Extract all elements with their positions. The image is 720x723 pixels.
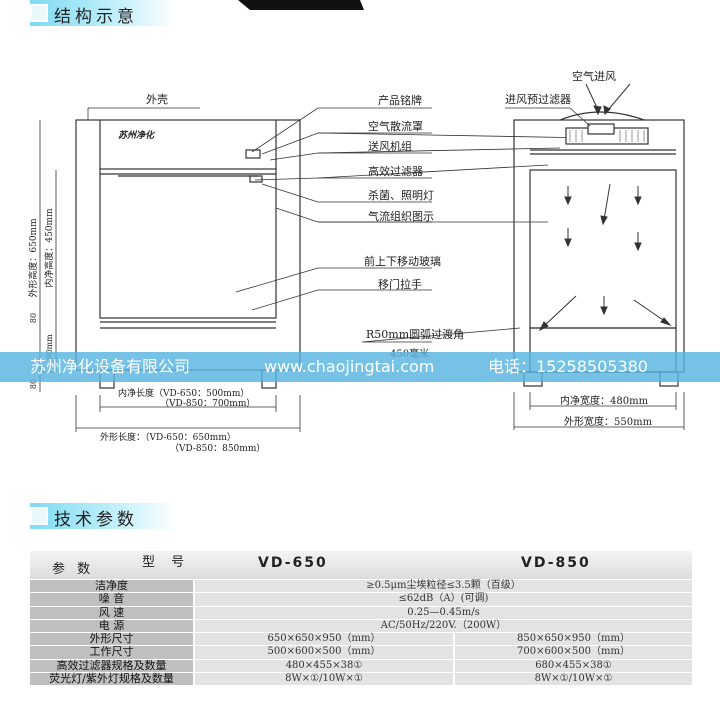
callout-fan: 送风机组 <box>368 139 412 153</box>
model-vd850: VD-850 <box>521 555 591 571</box>
row-value-vd650: 500×600×500（mm） <box>195 646 453 659</box>
table-row: 电 源 AC/50Hz/220V.（200W） <box>30 619 692 633</box>
row-label: 工作尺寸 <box>30 646 193 659</box>
label-prefilter: 进风预过滤器 <box>505 93 571 106</box>
callout-hepa: 高效过滤器 <box>368 164 423 178</box>
callout-diffuser: 空气散流罩 <box>368 119 423 133</box>
table-row: 风 速 0.25—0.45m/s <box>30 606 692 619</box>
callout-glass: 前上下移动玻璃 <box>364 254 441 268</box>
top-swoosh <box>238 0 364 10</box>
dim-80b: 80 <box>29 379 38 389</box>
dim-outer-height: 外形高度：650mm <box>27 218 39 298</box>
side-outer-width: 外形宽度：550mm <box>564 415 653 428</box>
side-inner-chamber <box>529 169 677 329</box>
watermark-banner: 苏州净化设备有限公司 www.chaojingtai.com 电话：152585… <box>0 352 720 382</box>
filter-pleats <box>569 130 645 142</box>
row-value: ≤62dB（A）(可调) <box>195 593 692 606</box>
callout-airflow: 气流组织图示 <box>368 209 434 223</box>
spec-table: 参 数 型 号 VD-650 VD-850 洁净度 ≥0.5μm尘埃粒径≤3.5… <box>30 551 692 686</box>
front-view <box>75 119 301 389</box>
table-row: 洁净度 ≥0.5μm尘埃粒径≤3.5颗（百级） <box>30 579 692 593</box>
header-bar <box>30 503 177 529</box>
spec-header-row: 参 数 型 号 VD-650 VD-850 <box>30 551 692 579</box>
row-label: 高效过滤器规格及数量 <box>30 659 193 673</box>
table-row: 噪 音 ≤62dB（A）(可调) <box>30 593 692 606</box>
table-row: 工作尺寸 500×600×500（mm） 700×600×500（mm） <box>30 646 692 659</box>
inner-length-1: 内净长度（VD-650：500mm） <box>118 387 249 399</box>
row-label: 外形尺寸 <box>30 633 193 646</box>
row-value: ≥0.5μm尘埃粒径≤3.5颗（百级） <box>195 580 692 593</box>
side-inner-width: 内净宽度：480mm <box>560 394 649 407</box>
callout-brand-plate: 产品铭牌 <box>378 93 422 107</box>
label-waike: 外壳 <box>146 92 168 106</box>
callout-corner: R50mm圆弧过渡角 <box>366 327 464 341</box>
row-value-vd850: 850×650×950（mm） <box>455 633 692 646</box>
brand-plate-text: 苏州净化 <box>118 130 156 141</box>
side-outer-shell <box>513 119 685 373</box>
outer-length-2: （VD-850：850mm） <box>170 443 265 454</box>
label-air-in: 空气进风 <box>572 69 616 83</box>
row-label: 洁净度 <box>30 579 193 593</box>
header-model: 型 号 <box>142 555 191 570</box>
dim-inner-height: 内净高度：450mm <box>43 208 55 288</box>
row-label: 荧光灯/紫外灯规格及数量 <box>30 672 193 686</box>
row-value-vd850: 680×455×38① <box>455 659 692 673</box>
row-label: 噪 音 <box>30 593 193 606</box>
row-value-vd850: 700×600×500（mm） <box>455 646 692 659</box>
row-value-vd850: 8W×①/10W×① <box>455 673 692 686</box>
row-value-vd650: 8W×①/10W×① <box>195 673 453 686</box>
dim-90: 90mm <box>45 334 54 360</box>
header-square-inner-icon <box>32 509 46 523</box>
structure-section-title: 结构示意 <box>54 7 138 27</box>
table-row: 荧光灯/紫外灯规格及数量 8W×①/10W×① 8W×①/10W×① <box>30 672 692 686</box>
side-view <box>513 111 685 387</box>
callout-handle: 移门拉手 <box>378 277 422 291</box>
outer-shell <box>75 119 301 371</box>
watermark-phone: 电话：15258505380 <box>488 357 648 376</box>
side-dimensions <box>513 392 685 430</box>
structure-section-header: 结构示意 <box>30 0 177 27</box>
dim-80: 80 <box>29 313 38 323</box>
callout-lines <box>235 107 595 343</box>
row-value: 0.25—0.45m/s <box>195 606 692 619</box>
row-label: 电 源 <box>30 619 193 633</box>
spec-section-title: 技术参数 <box>54 510 138 530</box>
row-value-vd650: 650×650×950（mm） <box>195 633 453 646</box>
header-param: 参 数 <box>52 562 95 577</box>
header-bar <box>30 0 177 26</box>
header-square-inner-icon <box>32 6 46 20</box>
table-row: 外形尺寸 650×650×950（mm） 850×650×950（mm） <box>30 633 692 646</box>
airflow-arrows <box>538 83 672 332</box>
row-value-vd650: 480×455×38① <box>195 659 453 673</box>
watermark-site: www.chaojingtai.com <box>264 357 435 376</box>
model-vd650: VD-650 <box>258 555 328 571</box>
bottom-dimensions <box>75 395 301 432</box>
row-label: 风 速 <box>30 606 193 619</box>
callout-uv-lamp: 杀菌、照明灯 <box>368 188 434 202</box>
spec-section-header: 技术参数 <box>30 503 177 530</box>
inner-chamber <box>99 168 277 319</box>
outer-length-1: 外形长度：（VD-650：650mm） <box>100 431 236 443</box>
inner-length-2: （VD-850：700mm） <box>160 398 255 409</box>
watermark-company: 苏州净化设备有限公司 <box>30 357 191 376</box>
row-value: AC/50Hz/220V.（200W） <box>195 619 692 633</box>
table-row: 高效过滤器规格及数量 480×455×38① 680×455×38① <box>30 659 692 673</box>
